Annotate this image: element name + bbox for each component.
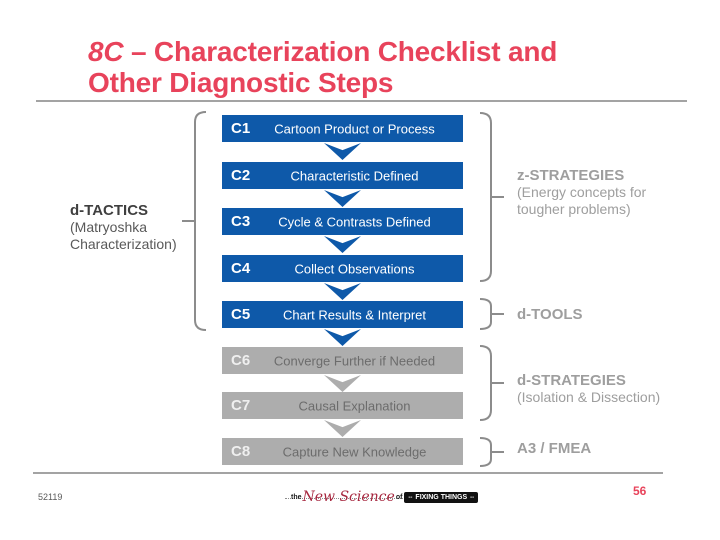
right-bracket-z-strategies-icon — [479, 112, 504, 282]
step-id-c5: C5 — [231, 306, 251, 323]
page-title: 8C – Characterization Checklist and Othe… — [88, 36, 608, 99]
logo: the New Science of --FIXING THINGS-- — [285, 480, 479, 506]
step-id-c2: C2 — [231, 167, 251, 184]
title-divider — [36, 100, 687, 102]
logo-badge-dash-left: -- — [408, 494, 413, 501]
right-annotation-a3-fmea: A3 / FMEA — [517, 440, 682, 457]
right-annotation-z-strategies: z-STRATEGIES (Energy concepts for toughe… — [517, 167, 682, 218]
d-tactics-label: d-TACTICS — [70, 202, 149, 219]
step-id-c4: C4 — [231, 260, 251, 277]
left-bracket-icon — [182, 111, 207, 331]
step-label-c1: Cartoon Product or Process — [274, 121, 435, 136]
right-bracket-d-strategies-icon — [479, 345, 504, 421]
step-id-c6: C6 — [231, 352, 251, 369]
step-box-c5: C5 Chart Results & Interpret — [222, 301, 463, 328]
step-box-c2: C2 Characteristic Defined — [222, 162, 463, 189]
step-box-c7: C7 Causal Explanation — [222, 392, 463, 419]
down-arrow-icon — [324, 283, 361, 300]
step-label-c5: Chart Results & Interpret — [282, 307, 427, 322]
a3-fmea-label: A3 / FMEA — [517, 440, 592, 457]
logo-badge-dash-right: -- — [470, 494, 475, 501]
step-id-c7: C7 — [231, 397, 251, 414]
step-box-c3: C3 Cycle & Contrasts Defined — [222, 208, 463, 235]
step-label-c2: Characteristic Defined — [290, 168, 419, 183]
footer-divider — [33, 472, 663, 474]
right-annotation-d-tools: d-TOOLS — [517, 306, 682, 323]
down-arrow-icon — [324, 329, 361, 346]
step-label-c8: Capture New Knowledge — [282, 444, 427, 459]
right-annotation-d-strategies: d-STRATEGIES (Isolation & Dissection) — [517, 372, 697, 406]
step-id-c3: C3 — [231, 213, 251, 230]
logo-word-the: the — [291, 494, 302, 501]
logo-badge: --FIXING THINGS-- — [404, 492, 479, 503]
d-tactics-sublabel: (Matryoshka Characterization) — [70, 219, 177, 253]
step-id-c1: C1 — [231, 120, 251, 137]
step-label-c6: Converge Further if Needed — [273, 353, 436, 368]
step-box-c4: C4 Collect Observations — [222, 255, 463, 282]
slide-page-number: 56 — [633, 484, 647, 498]
z-strategies-label: z-STRATEGIES — [517, 167, 625, 184]
d-strategies-label: d-STRATEGIES — [517, 372, 626, 389]
down-arrow-icon — [324, 236, 361, 253]
step-box-c8: C8 Capture New Knowledge — [222, 438, 463, 465]
z-strategies-sublabel: (Energy concepts for tougher problems) — [517, 184, 647, 218]
down-arrow-icon — [324, 143, 361, 160]
left-annotation-d-tactics: d-TACTICS (Matryoshka Characterization) — [70, 202, 195, 253]
title-prefix: 8C — [88, 36, 124, 67]
d-tools-label: d-TOOLS — [517, 306, 583, 323]
step-label-c4: Collect Observations — [294, 261, 415, 276]
step-label-c3: Cycle & Contrasts Defined — [278, 214, 431, 229]
title-rest: – Characterization Checklist and Other D… — [88, 36, 558, 99]
step-label-c7: Causal Explanation — [298, 398, 411, 413]
d-strategies-sublabel: (Isolation & Dissection) — [517, 389, 661, 405]
down-arrow-icon — [324, 375, 361, 392]
logo-word-of: of — [395, 494, 403, 501]
down-arrow-icon — [324, 190, 361, 207]
footer-date-code: 52119 — [38, 492, 63, 502]
right-bracket-d-tools-icon — [479, 298, 504, 330]
step-id-c8: C8 — [231, 443, 251, 460]
right-bracket-a3-fmea-icon — [479, 437, 504, 467]
logo-script-text: New Science — [302, 489, 395, 505]
logo-dotted-line — [285, 498, 471, 499]
down-arrow-icon — [324, 420, 361, 437]
logo-badge-text: FIXING THINGS — [415, 494, 468, 501]
step-box-c6: C6 Converge Further if Needed — [222, 347, 463, 374]
step-box-c1: C1 Cartoon Product or Process — [222, 115, 463, 142]
